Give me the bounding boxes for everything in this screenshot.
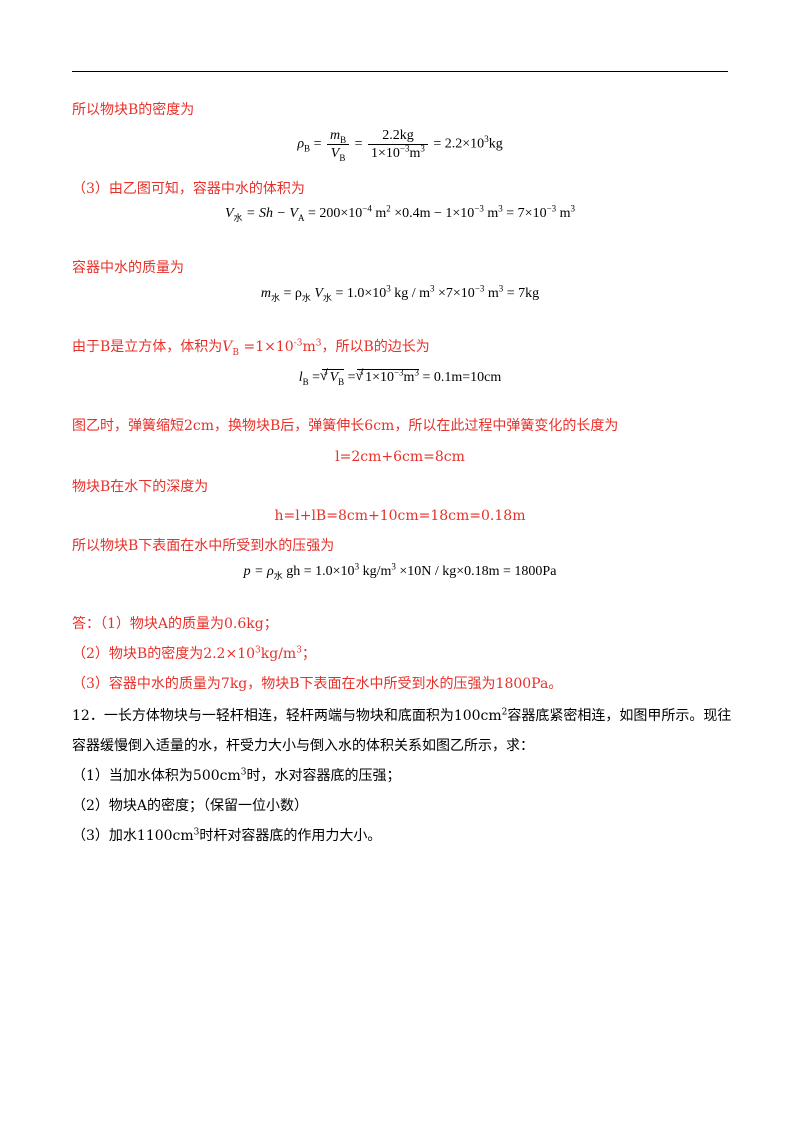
answer-3: （3）容器中水的质量为7kg，物块B下表面在水中所受到水的压强为1800Pa。	[72, 676, 563, 692]
answer-1: 答：（1）物块A的质量为0.6kg；	[72, 616, 278, 632]
text-cube-volume: 由于B是立方体，体积为VB =1×10-3m3，所以B的边长为	[72, 338, 430, 358]
text-water-mass-intro: 容器中水的质量为	[72, 260, 184, 276]
text-pressure-intro: 所以物块B下表面在水中所受到水的压强为	[72, 538, 335, 554]
equation-density-b: ρB = mB VB = 2.2kg 1×10−3m3 = 2.2×103kg	[297, 127, 503, 163]
equation-water-mass: m水 = ρ水 V水 = 1.0×103 kg / m3 ×7×10−3 m3 …	[260, 283, 540, 303]
cube-root-vb: VB	[320, 368, 345, 386]
equation-pressure: p = ρ水 gh = 1.0×103 kg/m3 ×10N / kg×0.18…	[243, 561, 557, 581]
text-density-intro: 所以物块B的密度为	[72, 102, 195, 118]
text-water-volume-intro: （3）由乙图可知，容器中水的体积为	[72, 181, 305, 197]
equation-depth: h=l+lB=8cm+10cm=18cm=0.18m	[274, 508, 526, 524]
question-12-line-1: 12．一长方体物块与一轻杆相连，轻杆两端与物块和底面积为100cm2容器底紧密相…	[72, 707, 732, 724]
fraction-mass-volume: mB VB	[326, 127, 350, 162]
answer-2: （2）物块B的密度为2.2×103kg/m3；	[72, 645, 316, 662]
equation-spring-length: l=2cm+6cm=8cm	[335, 449, 465, 465]
fraction-values: 2.2kg 1×10−3m3	[368, 127, 428, 162]
header-rule	[72, 71, 728, 72]
question-12-part-1: （1）当加水体积为500cm3时，水对容器底的压强；	[72, 767, 401, 784]
question-12-part-3: （3）加水1100cm3时杆对容器底的作用力大小。	[72, 827, 382, 844]
text-spring-change: 图乙时，弹簧缩短2cm，换物块B后，弹簧伸长6cm，所以在此过程中弹簧变化的长度…	[72, 418, 619, 434]
question-12-part-2: （2）物块A的密度；（保留一位小数）	[72, 798, 309, 814]
text-depth-intro: 物块B在水下的深度为	[72, 479, 209, 495]
equation-edge-length: lB = 3VB = 31×10−3m3 = 0.1m=10cm	[0, 368, 800, 386]
equation-water-volume: V水 = Sh − VA = 200×10−4 m2 ×0.4m − 1×10−…	[224, 203, 576, 223]
cube-root-value: 1×10−3m3	[355, 368, 419, 386]
question-12-line-2: 容器缓慢倒入适量的水，杆受力大小与倒入水的体积关系如图乙所示，求：	[72, 738, 534, 754]
